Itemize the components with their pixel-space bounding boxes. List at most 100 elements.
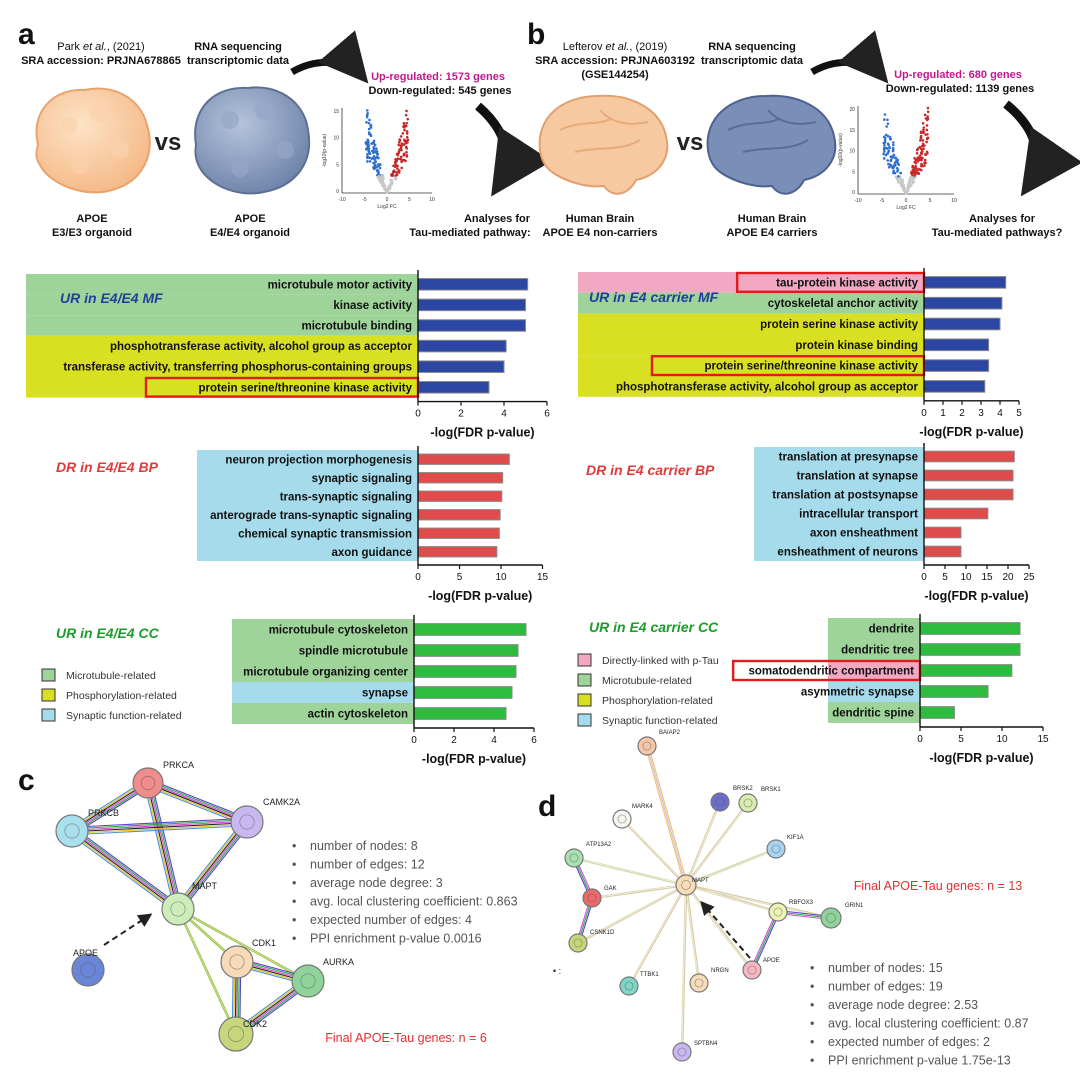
- accession-a: SRA accession: PRJNA678865: [21, 55, 181, 67]
- node-circle: [291, 964, 325, 998]
- volcano-ytick: 15: [849, 128, 855, 134]
- node-circle: [820, 907, 842, 929]
- network-node: NRGN: [689, 968, 729, 993]
- legend-swatch: [41, 708, 56, 722]
- network-edge: [72, 829, 179, 909]
- volcano-point: [916, 172, 920, 175]
- network-edge: [686, 849, 777, 887]
- network-node: KIF1A: [766, 835, 804, 859]
- network-node: APOE: [71, 948, 105, 987]
- volcano-point: [921, 122, 925, 125]
- volcano-point: [882, 157, 886, 160]
- network-edge: [686, 883, 832, 918]
- volcano-point: [399, 155, 403, 159]
- bar: [413, 665, 517, 678]
- bar: [417, 453, 510, 465]
- volcano-point: [382, 182, 385, 186]
- network-edge: [686, 884, 701, 983]
- legend-swatch: [41, 668, 56, 682]
- volcano-point: [397, 169, 401, 172]
- stat-line: number of nodes: 8: [310, 839, 418, 853]
- node-label: SPTBN4: [694, 1041, 718, 1047]
- category-label: actin cytoskeleton: [308, 709, 408, 721]
- volcano-point: [926, 136, 930, 140]
- node-circle: [582, 888, 602, 908]
- x-tick-label: 0: [415, 409, 421, 420]
- volcano-point: [882, 152, 885, 156]
- network-edge: [751, 911, 779, 971]
- category-label: cytoskeletal anchor activity: [768, 298, 919, 310]
- volcano-point: [404, 141, 408, 145]
- network-node: SPTBN4: [672, 1041, 718, 1062]
- volcano-ytick: 5: [336, 162, 339, 168]
- volcano-point: [911, 177, 915, 181]
- network-node: ATP13A2: [564, 842, 612, 868]
- x-tick-label: 0: [411, 735, 417, 746]
- category-group-band: [232, 640, 414, 661]
- final-genes-c: Final APOE-Tau genes: n = 6: [325, 1031, 487, 1045]
- volcano-point: [367, 121, 371, 125]
- network-edge: [684, 885, 752, 971]
- volcano-point: [401, 159, 405, 162]
- category-label: protein serine kinase activity: [760, 319, 918, 331]
- node-label: CDK2: [243, 1019, 267, 1029]
- volcano-xtick: -5: [362, 197, 367, 203]
- category-group-band: [754, 504, 924, 523]
- volcano-point: [882, 146, 886, 150]
- volcano-point: [366, 109, 369, 112]
- volcano-point: [924, 133, 927, 136]
- volcano-point: [926, 110, 930, 114]
- volcano-ytick: 0: [336, 189, 339, 195]
- node-circle: [71, 953, 105, 987]
- protein-structure-glyph: [140, 775, 156, 791]
- volcano-point: [396, 167, 399, 170]
- x-tick-label: 2: [451, 735, 457, 746]
- volcano-point: [887, 162, 890, 166]
- volcano-point: [368, 132, 371, 136]
- volcano-point: [925, 118, 929, 122]
- volcano-point: [375, 152, 379, 155]
- bar: [919, 685, 989, 698]
- volcano-point: [920, 164, 923, 168]
- network-edge: [686, 802, 722, 886]
- rna-label-b-2: transcriptomic data: [701, 55, 804, 67]
- x-tick-label: 5: [942, 572, 948, 583]
- stat-bullet: •: [810, 1035, 814, 1049]
- network-node: PRKCB: [55, 808, 119, 848]
- category-group-band: [828, 618, 920, 639]
- volcano-point: [922, 131, 925, 135]
- x-tick-label: 1: [940, 408, 946, 419]
- stat-bullet: •: [810, 980, 814, 994]
- bar: [417, 319, 526, 332]
- category-label: chemical synaptic transmission: [238, 528, 412, 540]
- volcano-point: [374, 159, 377, 163]
- up-regulated-a: Up-regulated: 1573 genes: [371, 71, 505, 83]
- network-edge: [176, 909, 236, 1035]
- legend-swatch: [577, 713, 592, 727]
- category-label: phosphotransferase activity, alcohol gro…: [110, 341, 413, 353]
- chart-title: UR in E4 carrier MF: [589, 289, 719, 305]
- volcano-point: [883, 143, 886, 147]
- bar: [413, 707, 507, 720]
- panel-c-network: c PRKCAPRKCBCAMK2AMAPTCDK1AURKAAPOECDK2 …: [18, 760, 518, 1052]
- volcano-xtick: -10: [338, 197, 345, 203]
- volcano-point: [398, 138, 401, 141]
- node-label: CAMK2A: [263, 797, 300, 807]
- network-edge: [149, 782, 181, 909]
- volcano-point: [369, 134, 373, 138]
- chart-title: UR in E4/E4 MF: [60, 290, 163, 306]
- bar: [923, 296, 1003, 310]
- volcano-point: [886, 159, 889, 162]
- volcano-point: [886, 118, 889, 122]
- x-tick-label: 0: [415, 572, 421, 583]
- protein-structure-glyph: [239, 814, 255, 830]
- category-label: synaptic signaling: [312, 473, 412, 485]
- volcano-point: [378, 178, 382, 182]
- node-label: APOE: [763, 958, 780, 964]
- network-edge: [180, 823, 251, 912]
- volcano-point: [402, 154, 406, 157]
- down-regulated-a: Down-regulated: 545 genes: [368, 85, 511, 97]
- network-node: CDK1: [220, 938, 276, 979]
